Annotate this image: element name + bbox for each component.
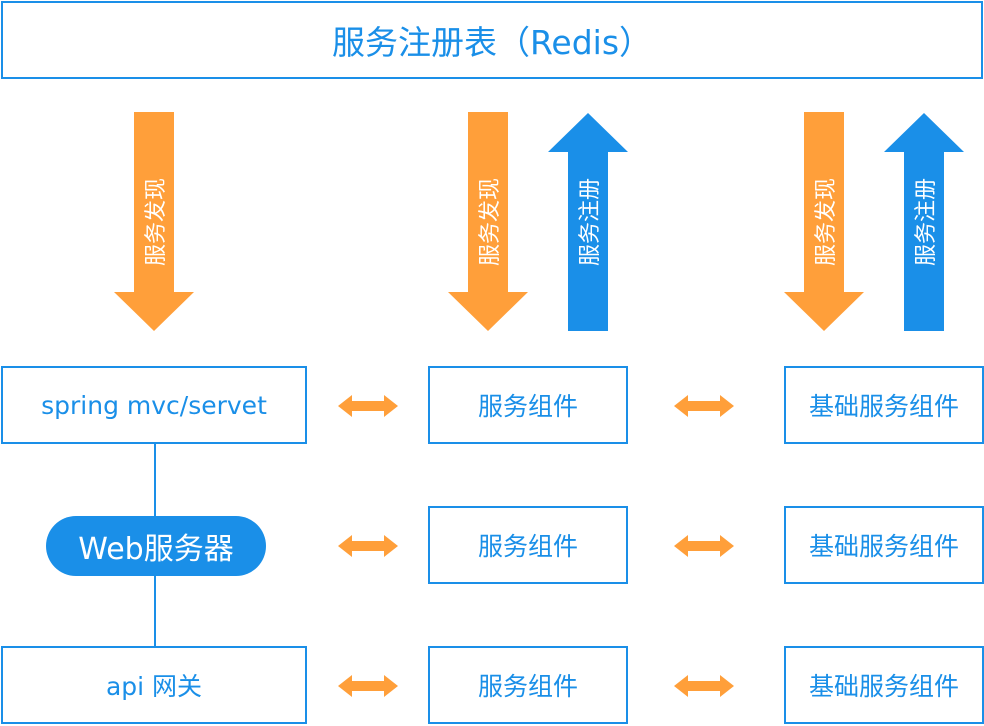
connector-line-bottom — [154, 576, 156, 646]
discovery-label-1: 服务发现 — [144, 177, 170, 267]
double-arrow-r1-right — [674, 395, 734, 417]
api-gateway-node: api 网关 — [1, 646, 307, 724]
base-service-component-label-1: 基础服务组件 — [808, 392, 959, 421]
web-server-label: Web服务器 — [78, 532, 234, 567]
discovery-label-2-wrap: 服务发现 — [468, 152, 508, 292]
registration-label-2-wrap: 服务注册 — [904, 152, 944, 292]
registration-label-1: 服务注册 — [578, 177, 604, 267]
service-component-node-2: 服务组件 — [428, 506, 628, 584]
discovery-label-3: 服务发现 — [814, 177, 840, 267]
registration-label-2: 服务注册 — [914, 177, 940, 267]
base-service-component-node-1: 基础服务组件 — [784, 366, 984, 444]
registry-label: 服务注册表（Redis） — [331, 23, 653, 62]
double-arrow-r2-left — [338, 535, 398, 557]
service-component-label-2: 服务组件 — [477, 532, 578, 561]
registration-arrow-2 — [884, 113, 964, 331]
discovery-label-3-wrap: 服务发现 — [804, 152, 844, 292]
discovery-label-1-wrap: 服务发现 — [134, 152, 174, 292]
spring-mvc-node: spring mvc/servet — [1, 366, 307, 444]
base-service-component-label-3: 基础服务组件 — [808, 672, 959, 701]
base-service-component-node-2: 基础服务组件 — [784, 506, 984, 584]
double-arrow-r3-right — [674, 675, 734, 697]
service-component-label-1: 服务组件 — [477, 392, 578, 421]
connector-line-top — [154, 444, 156, 516]
base-service-component-node-3: 基础服务组件 — [784, 646, 984, 724]
registration-arrow-1 — [548, 113, 628, 331]
discovery-arrow-2 — [448, 112, 528, 331]
service-registry-redis: 服务注册表（Redis） — [1, 1, 983, 79]
service-component-node-3: 服务组件 — [428, 646, 628, 724]
web-server-pill: Web服务器 — [46, 516, 266, 576]
double-arrow-r2-right — [674, 535, 734, 557]
service-component-label-3: 服务组件 — [477, 672, 578, 701]
service-component-node-1: 服务组件 — [428, 366, 628, 444]
double-arrow-r1-left — [338, 395, 398, 417]
double-arrow-r3-left — [338, 675, 398, 697]
discovery-label-2: 服务发现 — [478, 177, 504, 267]
api-gateway-label: api 网关 — [105, 672, 203, 701]
discovery-arrow-3 — [784, 112, 864, 331]
registration-label-1-wrap: 服务注册 — [568, 152, 608, 292]
discovery-arrow-1 — [114, 112, 194, 331]
base-service-component-label-2: 基础服务组件 — [808, 532, 959, 561]
spring-mvc-label: spring mvc/servet — [41, 390, 267, 420]
